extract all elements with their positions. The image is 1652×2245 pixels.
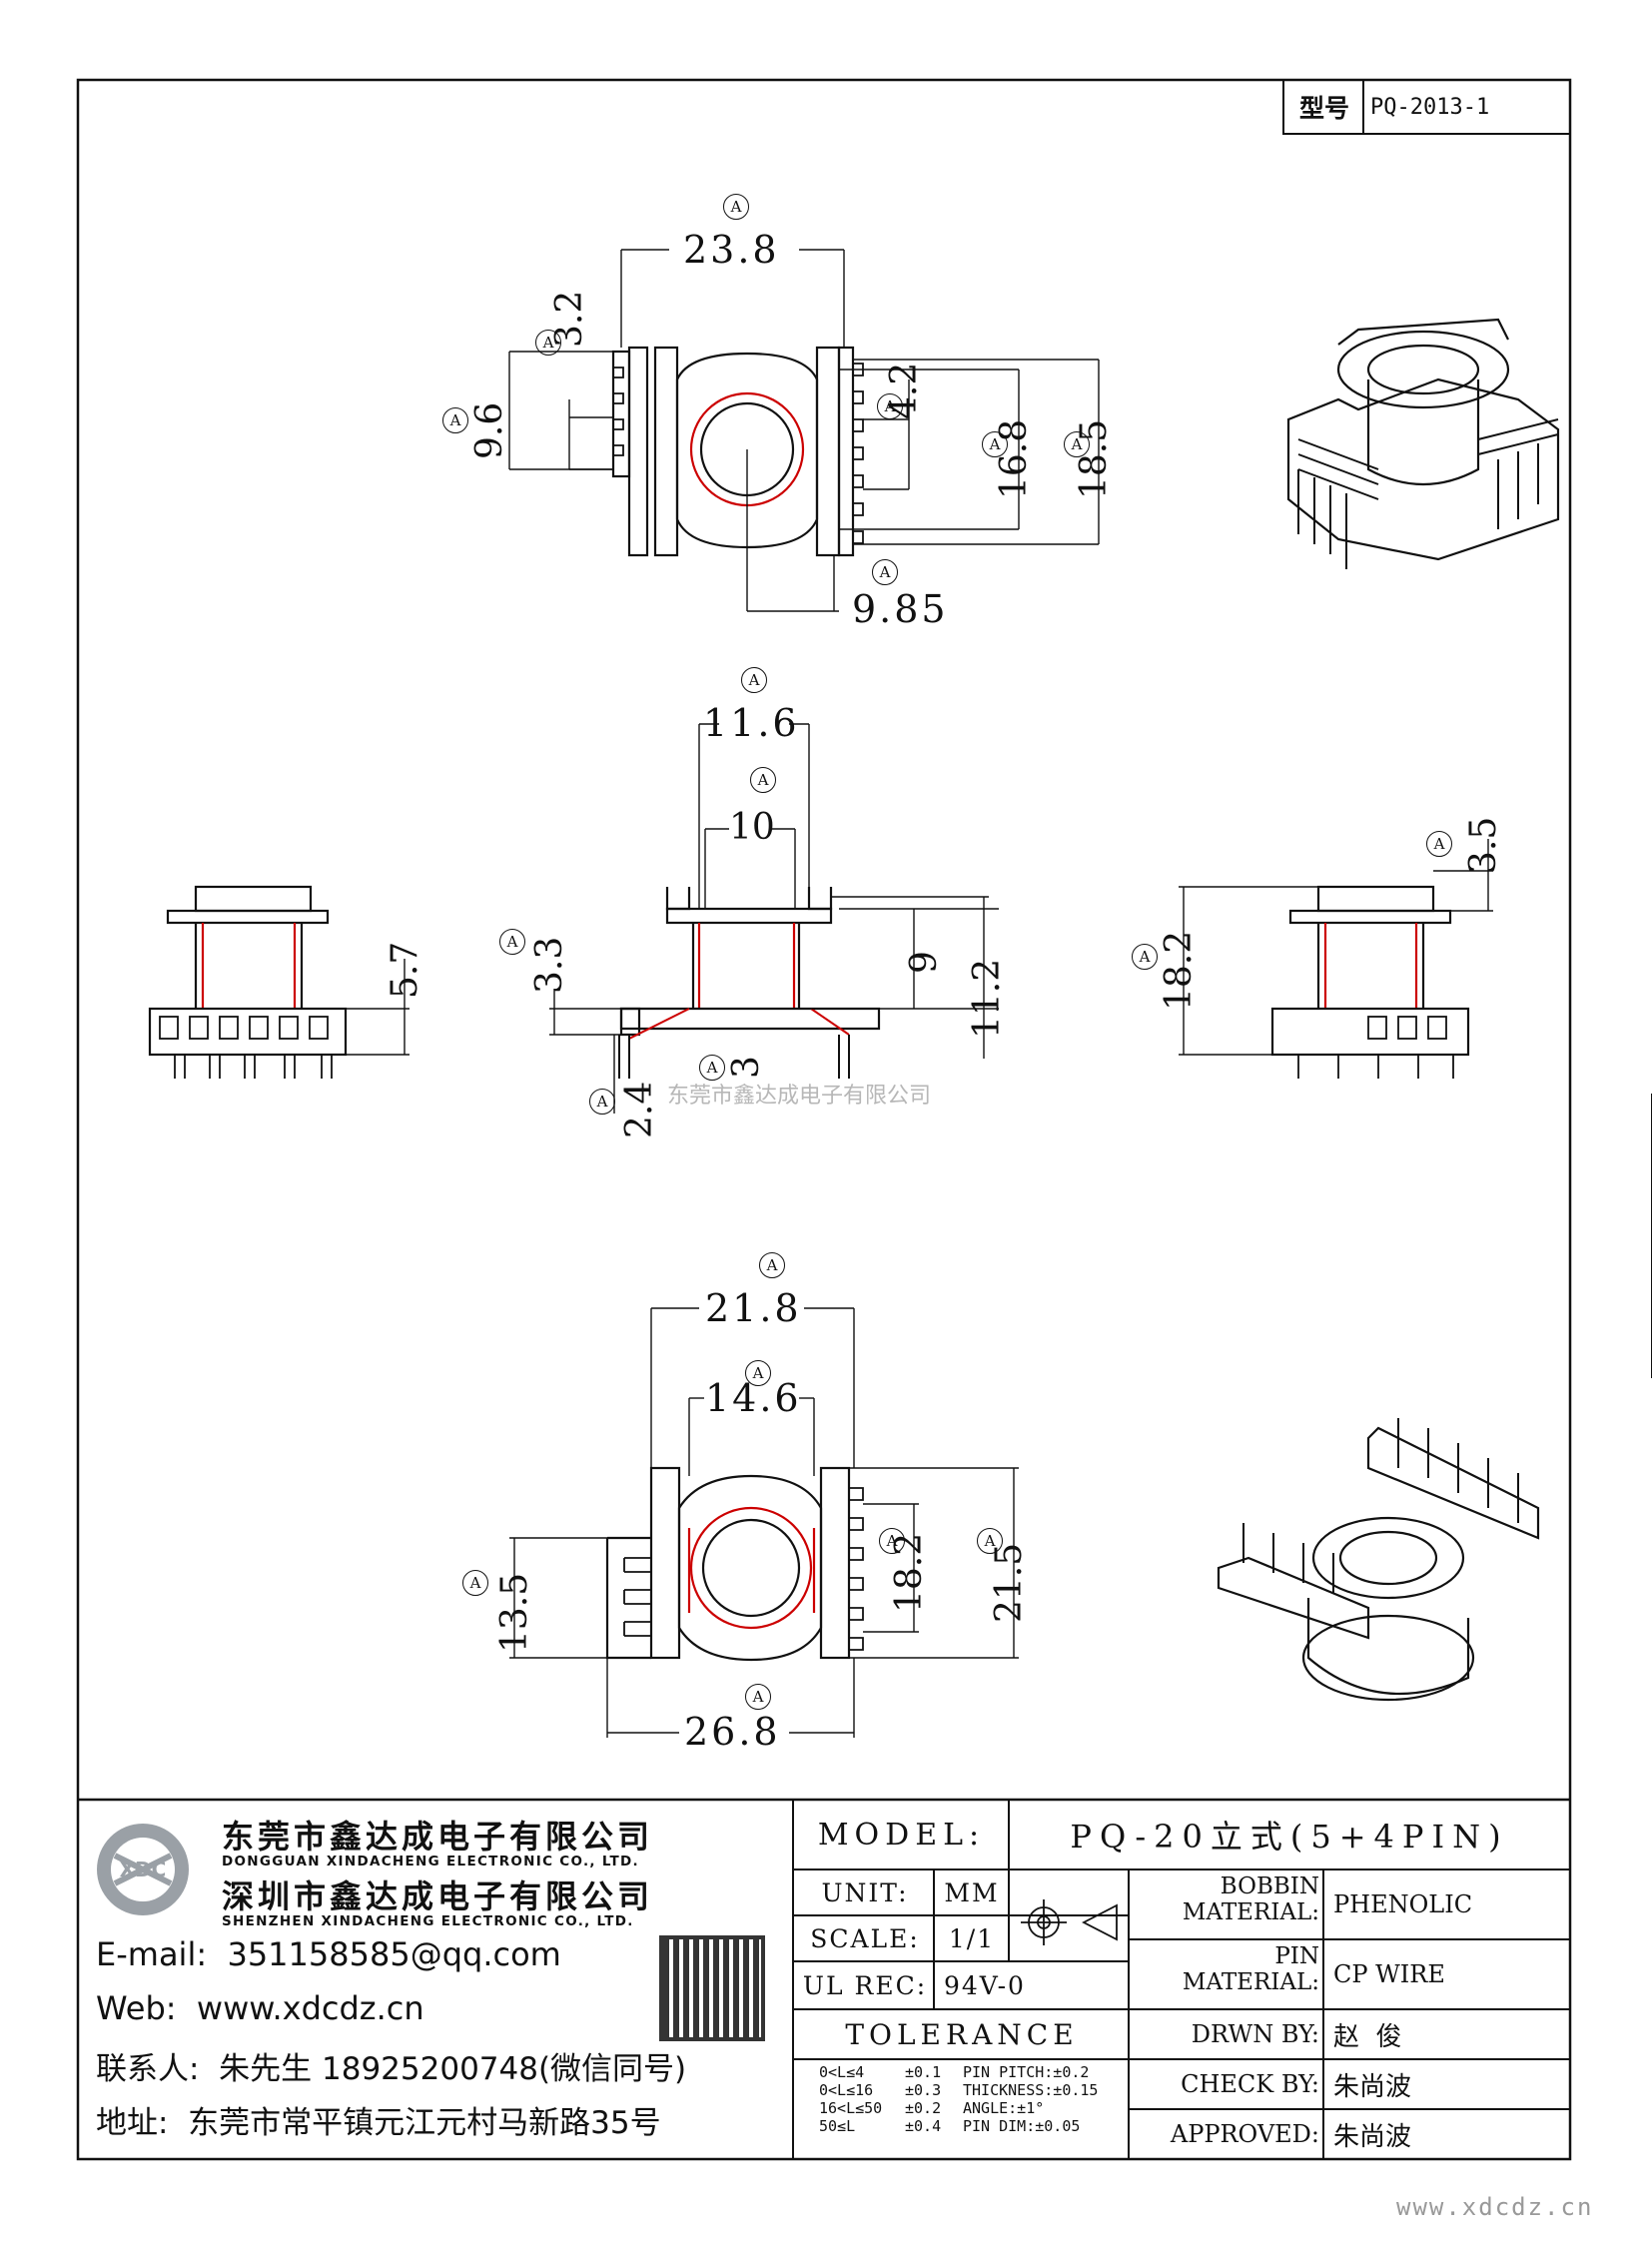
model-number-box	[1282, 79, 1571, 135]
tolerance-row: 16<L≤50 ±0.2 ANGLE:±1°	[819, 2099, 1045, 2117]
reference-marker-a: A	[1426, 831, 1452, 857]
company-contact: 联系人: 朱先生 18925200748(微信同号)	[96, 2051, 687, 2087]
dimension-label: 3	[726, 1056, 767, 1079]
reference-marker-a: A	[535, 330, 561, 356]
check-by-value: 朱尚波	[1333, 2071, 1412, 2102]
footer-url: www.xdcdz.cn	[1396, 2193, 1594, 2221]
reference-marker-a: A	[741, 667, 767, 693]
reference-marker-a: A	[745, 1360, 771, 1386]
dimension-label: 11.2	[967, 958, 1008, 1039]
model-label: MODEL:	[817, 1817, 986, 1853]
front-view-center	[549, 723, 999, 1114]
pin-material-value: CP WIRE	[1333, 1960, 1445, 1988]
drawn-by-value: 赵 俊	[1333, 2021, 1402, 2052]
top-view	[508, 249, 1100, 612]
company-logo	[97, 1824, 189, 1915]
dimension-label: 5.7	[385, 941, 425, 999]
reference-marker-a: A	[872, 559, 898, 585]
bobbin-material-label: BOBBIN MATERIAL:	[1182, 1873, 1319, 1925]
scale-label: SCALE:	[810, 1923, 920, 1953]
tolerance-row: 50≤L ±0.4 PIN DIM:±0.05	[819, 2117, 1081, 2135]
reference-marker-a: A	[1132, 944, 1158, 970]
ul-rec-label: UL REC:	[802, 1970, 928, 2000]
drawn-by-label: DRWN BY:	[1191, 2020, 1319, 2048]
bottom-view	[509, 1307, 1019, 1738]
scale-value: 1/1	[948, 1923, 996, 1953]
dimension-label: 3.3	[529, 936, 570, 994]
dimension-label: 9.6	[469, 401, 510, 459]
isometric-view-bottom	[1217, 1418, 1540, 1702]
dimension-label: 10	[729, 807, 775, 848]
company-email: E-mail: 351158585@qq.com	[96, 1935, 561, 1973]
tolerance-row: 0<L≤4 ±0.1 PIN PITCH:±0.2	[819, 2063, 1090, 2081]
reference-marker-a: A	[982, 431, 1008, 457]
dimension-label: 18.2	[1159, 930, 1200, 1011]
unit-value: MM	[944, 1877, 1000, 1907]
reference-marker-a: A	[1064, 431, 1090, 457]
reference-marker-a: A	[499, 929, 525, 955]
reference-marker-a: A	[745, 1684, 771, 1710]
side-view-left	[148, 885, 410, 1079]
company-name-cn-2: 深圳市鑫达成电子有限公司	[222, 1877, 654, 1915]
dimension-label: 3.5	[1463, 816, 1504, 874]
company-website: Web: www.xdcdz.cn	[96, 1989, 424, 2027]
unit-label: UNIT:	[821, 1877, 909, 1907]
dimension-label: 9.85	[852, 587, 949, 631]
reference-marker-a: A	[442, 407, 468, 433]
dimension-label: 9	[904, 951, 945, 974]
model-number-value: PQ-2013-1	[1370, 94, 1490, 120]
reference-marker-a: A	[877, 393, 903, 419]
model-number-label: 型号	[1298, 94, 1349, 123]
reference-marker-a: A	[589, 1089, 615, 1115]
projection-symbol	[1021, 1899, 1118, 1945]
reference-marker-a: A	[879, 1528, 905, 1554]
company-name-cn-1: 东莞市鑫达成电子有限公司	[222, 1818, 654, 1856]
dimension-label: 21.5	[989, 1542, 1030, 1623]
reference-marker-a: A	[462, 1570, 488, 1596]
side-view-right	[1179, 839, 1493, 1079]
dimension-label: 16.8	[994, 418, 1035, 499]
approved-label: APPROVED:	[1170, 2120, 1319, 2148]
reference-marker-a: A	[750, 767, 776, 793]
bobbin-material-value: PHENOLIC	[1333, 1890, 1473, 1918]
watermark-text: 东莞市鑫达成电子有限公司	[667, 1084, 931, 1109]
model-value: PQ-20立式(5+4PIN)	[1070, 1818, 1509, 1856]
check-by-label: CHECK BY:	[1181, 2070, 1319, 2098]
dimension-label: 13.5	[494, 1572, 535, 1653]
reference-marker-a: A	[977, 1528, 1003, 1554]
reference-marker-a: A	[699, 1055, 725, 1081]
dimension-label: 26.8	[684, 1710, 781, 1754]
company-address: 地址: 东莞市常平镇元江元村马新路35号	[96, 2105, 661, 2141]
outer-border	[76, 78, 1572, 2161]
pin-material-label: PIN MATERIAL:	[1182, 1943, 1319, 1995]
tolerance-row: 0<L≤16 ±0.3 THICKNESS:±0.15	[819, 2081, 1099, 2099]
tolerance-label: TOLERANCE	[845, 2017, 1079, 2051]
tolerance-table: 0<L≤4 ±0.1 PIN PITCH:±0.2 0<L≤16 ±0.3 TH…	[819, 2063, 1124, 2135]
company-name-en-2: SHENZHEN XINDACHENG ELECTRONIC CO., LTD.	[222, 1913, 634, 1929]
reference-marker-a: A	[723, 194, 749, 220]
logo-text: XDC	[119, 1858, 167, 1881]
dimension-label: 21.8	[705, 1286, 802, 1330]
qr-code	[659, 1935, 765, 2041]
dimension-label: 2.4	[619, 1081, 660, 1138]
approved-value: 朱尚波	[1333, 2121, 1412, 2152]
reference-marker-a: A	[759, 1252, 785, 1278]
dimension-label: 11.6	[703, 701, 800, 745]
isometric-view-top	[1286, 318, 1560, 569]
title-block-grid	[78, 1798, 1570, 2159]
dimension-label: 23.8	[683, 228, 780, 272]
company-name-en-1: DONGGUAN XINDACHENG ELECTRONIC CO., LTD.	[222, 1854, 639, 1870]
ul-rec-value: 94V-0	[944, 1970, 1026, 2000]
